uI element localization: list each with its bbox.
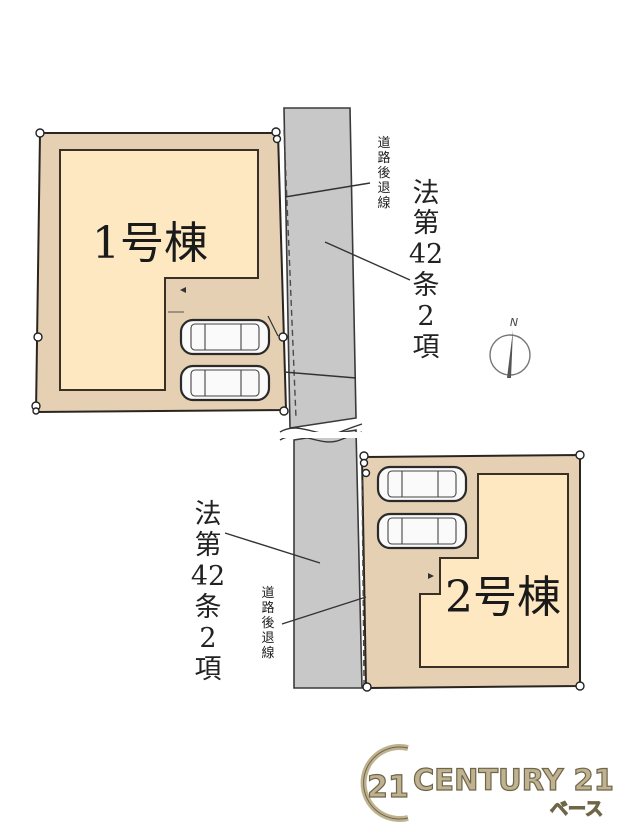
lot-1[interactable]: 1号棟 [31, 127, 297, 419]
parking-space-1a[interactable] [179, 318, 271, 356]
parking-space-2b[interactable] [376, 512, 468, 550]
svg-text:2: 2 [199, 623, 216, 654]
svg-text:条: 条 [195, 592, 222, 623]
svg-text:法: 法 [413, 178, 440, 209]
entrance-marker-icon [428, 573, 434, 579]
lot-2[interactable]: 2号棟 [359, 450, 585, 692]
building-1[interactable] [59, 149, 259, 391]
road-classification-label-upper: 法 第 42 条 2 項 [409, 178, 443, 363]
setback-leader-lower [281, 596, 367, 625]
gate-line [267, 315, 279, 337]
svg-text:42: 42 [409, 239, 443, 270]
svg-text:条: 条 [413, 270, 440, 301]
svg-text:路: 路 [261, 600, 274, 616]
entrance-marker-icon [180, 287, 186, 293]
svg-text:法: 法 [195, 499, 222, 530]
boundary-pin [35, 128, 45, 138]
logo-brand: CENTURY 21 [413, 763, 614, 797]
classification-leader-upper [324, 241, 411, 281]
setback-label-upper: 道 路 後 退 線 [377, 136, 390, 211]
boundary-pin [575, 450, 585, 460]
svg-text:後: 後 [261, 616, 274, 631]
svg-text:退: 退 [377, 181, 390, 196]
boundary-pin [359, 458, 369, 468]
road-lower [293, 429, 363, 689]
svg-text:第: 第 [195, 530, 222, 561]
logo-emblem-number: 21 [367, 770, 409, 805]
setback-leader-upper [284, 182, 371, 198]
svg-text:第: 第 [413, 208, 440, 239]
svg-text:道: 道 [377, 136, 390, 151]
boundary-pin [32, 407, 40, 415]
classification-leader-lower [224, 532, 321, 564]
setback-line-2 [361, 469, 365, 685]
boundary-pin [279, 406, 289, 416]
svg-text:線: 線 [377, 195, 390, 211]
svg-text:2: 2 [417, 301, 434, 332]
boundary-pin [33, 332, 43, 342]
road-classification-label-lower: 法 第 42 条 2 項 [191, 499, 225, 685]
boundary-pin [361, 468, 371, 478]
boundary-pin [362, 682, 372, 692]
road [279, 107, 363, 689]
svg-text:42: 42 [191, 561, 225, 592]
logo-branch: ベース [550, 799, 603, 820]
logo-emblem-arc-outline [363, 746, 409, 820]
svg-text:項: 項 [195, 654, 222, 685]
building-2[interactable] [419, 473, 569, 668]
svg-text:路: 路 [377, 150, 390, 166]
svg-text:項: 項 [413, 332, 440, 363]
svg-text:線: 線 [261, 645, 274, 661]
boundary-pin [278, 332, 288, 342]
compass-label: N [510, 316, 518, 329]
road-width-line [283, 371, 357, 379]
north-arrow-icon: N [489, 316, 531, 378]
setback-line-1 [283, 129, 297, 419]
boundary-pin [359, 451, 369, 461]
setback-label-lower: 道 路 後 退 線 [261, 586, 274, 661]
parking-space-1b[interactable] [179, 364, 271, 402]
svg-text:後: 後 [377, 166, 390, 181]
road-break-gap [282, 432, 362, 438]
building-2-label: 2号棟 [445, 572, 561, 623]
boundary-pin [271, 127, 281, 137]
boundary-pin [272, 134, 282, 144]
svg-text:道: 道 [261, 586, 274, 601]
building-1-label: 1号棟 [92, 218, 208, 269]
century21-logo[interactable]: 21 CENTURY 21 ベース [360, 744, 614, 822]
svg-text:退: 退 [261, 631, 274, 646]
parking-space-2a[interactable] [376, 465, 468, 503]
boundary-pin [575, 681, 585, 691]
